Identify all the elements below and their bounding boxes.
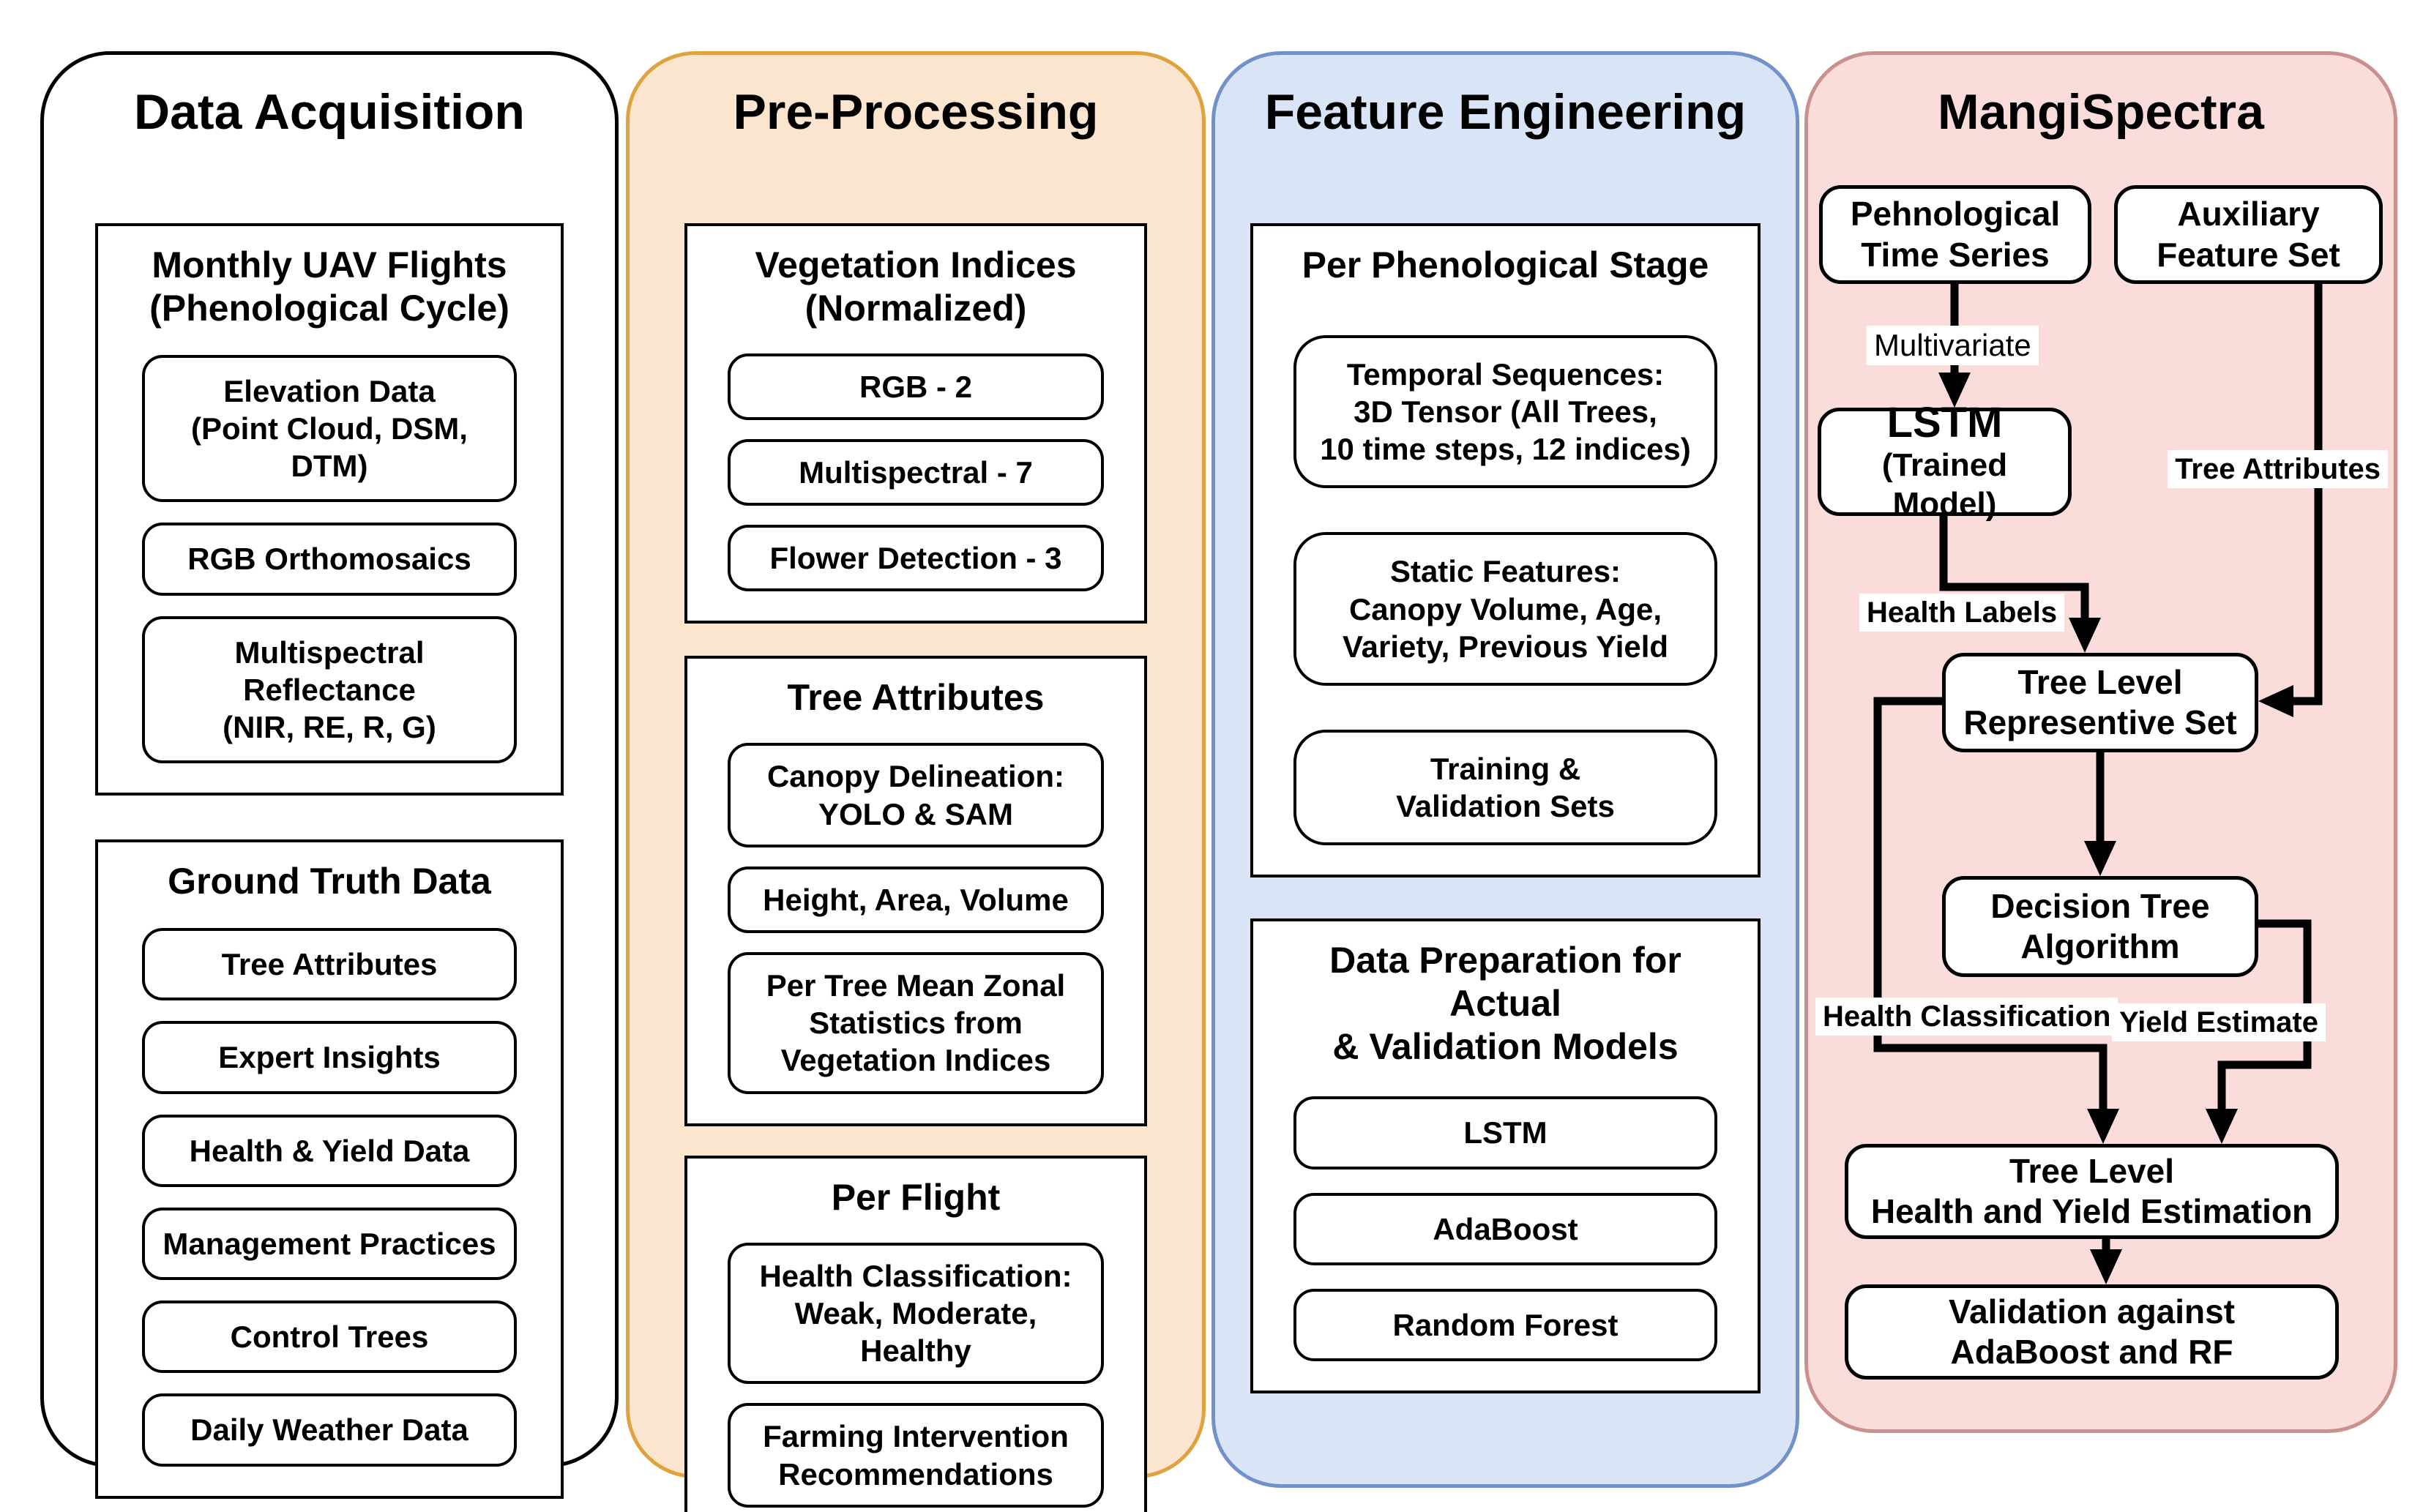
column-mangispectra: MangiSpectra	[1804, 51, 2397, 1433]
pipeline-box: RGB Orthomosaics	[142, 523, 517, 596]
pipeline-box: Management Practices	[142, 1207, 517, 1281]
node-lstm-trained-model: LSTM (Trained Model)	[1818, 400, 2072, 522]
edge-health-classification-line	[1873, 697, 2107, 1118]
pipeline-box: Canopy Delineation: YOLO & SAM	[728, 743, 1104, 847]
section-header: Per Phenological Stage	[1302, 244, 1709, 285]
node-lstm-sublabel: (Trained Model)	[1881, 447, 2008, 522]
section-monthly-uav-flights: Monthly UAV Flights (Phenological Cycle)…	[95, 222, 564, 796]
pipeline-box: Per Tree Mean Zonal Statistics from Vege…	[728, 952, 1104, 1094]
pipeline-box: Control Trees	[142, 1300, 517, 1374]
pipeline-box: Static Features: Canopy Volume, Age, Var…	[1293, 532, 1717, 686]
mangispectra-flowchart: Pehnological Time Series Auxiliary Featu…	[1808, 55, 2401, 1437]
edge-label-multivariate: Multivariate	[1867, 326, 2039, 366]
column-title: Data Acquisition	[134, 84, 525, 140]
section-header: Monthly UAV Flights (Phenological Cycle)	[149, 244, 509, 329]
section-vegetation-indices: Vegetation Indices (Normalized) RGB - 2 …	[684, 222, 1147, 624]
arrowhead	[1938, 373, 1971, 408]
section-data-preparation: Data Preparation for Actual & Validation…	[1250, 918, 1761, 1394]
section-header: Ground Truth Data	[168, 861, 491, 902]
column-pre-processing: Pre-Processing Vegetation Indices (Norma…	[626, 51, 1206, 1512]
arrowhead	[2069, 618, 2101, 653]
edge-label-health-classification: Health Classification	[1815, 998, 2118, 1036]
section-header: Tree Attributes	[787, 677, 1045, 719]
pipeline-box: Farming Intervention Recommendations	[728, 1403, 1104, 1508]
column-title: MangiSpectra	[1938, 84, 2264, 140]
pipeline-box: Multispectral Reflectance (NIR, RE, R, G…	[142, 615, 517, 764]
flow-connectors-svg	[1873, 283, 2323, 1284]
edge-yield-estimate-line	[2217, 919, 2312, 1118]
edge-tree-attributes-line	[2285, 283, 2323, 706]
column-feature-engineering: Feature Engineering Per Phenological Sta…	[1212, 51, 1799, 1488]
pipeline-box: RGB - 2	[728, 353, 1104, 420]
node-phenological-time-series: Pehnological Time Series	[1819, 185, 2091, 284]
section-per-phenological-stage: Per Phenological Stage Temporal Sequence…	[1250, 222, 1761, 878]
arrowhead	[2087, 1109, 2119, 1144]
section-ground-truth-data: Ground Truth Data Tree Attributes Expert…	[95, 839, 564, 1499]
pipeline-box: Height, Area, Volume	[728, 866, 1104, 933]
section-header: Vegetation Indices (Normalized)	[755, 244, 1077, 329]
node-decision-tree-algorithm: Decision Tree Algorithm	[1942, 876, 2258, 977]
pipeline-box: Health & Yield Data	[142, 1114, 517, 1187]
pipeline-box: Training & Validation Sets	[1293, 730, 1717, 846]
arrowhead	[2258, 685, 2293, 717]
edge-label-health-labels: Health Labels	[1859, 594, 2065, 632]
node-tree-level-representive-set: Tree Level Representive Set	[1942, 653, 2258, 752]
pipeline-box: Elevation Data (Point Cloud, DSM, DTM)	[142, 354, 517, 503]
edge-health-labels-line	[1939, 501, 2089, 626]
arrowhead	[2084, 841, 2116, 876]
pipeline-box: AdaBoost	[1293, 1192, 1717, 1265]
column-data-acquisition: Data Acquisition Monthly UAV Flights (Ph…	[40, 51, 619, 1499]
pipeline-box: Daily Weather Data	[142, 1393, 517, 1467]
column-title: Pre-Processing	[733, 84, 1099, 140]
pipeline-box: Expert Insights	[142, 1021, 517, 1094]
section-per-flight: Per Flight Health Classification: Weak, …	[684, 1155, 1147, 1512]
section-tree-attributes: Tree Attributes Canopy Delineation: YOLO…	[684, 656, 1147, 1126]
edge-label-tree-attributes: Tree Attributes	[2168, 450, 2388, 488]
pipeline-box: Random Forest	[1293, 1288, 1717, 1362]
pipeline-box: Multispectral - 7	[728, 438, 1104, 506]
node-tree-level-health-yield-estimation: Tree Level Health and Yield Estimation	[1845, 1144, 2339, 1239]
arrowhead	[2090, 1249, 2122, 1284]
pipeline-box: LSTM	[1293, 1096, 1717, 1169]
pipeline-box: Tree Attributes	[142, 928, 517, 1001]
section-header: Per Flight	[831, 1176, 1001, 1218]
pipeline-box: Flower Detection - 3	[728, 525, 1104, 592]
edge-label-yield-estimate: Yield Estimate	[2112, 1003, 2326, 1041]
node-lstm-label: LSTM	[1886, 399, 2003, 447]
pipeline-box: Temporal Sequences: 3D Tensor (All Trees…	[1293, 334, 1717, 489]
pipeline-box: Health Classification: Weak, Moderate, H…	[728, 1242, 1104, 1385]
section-header: Data Preparation for Actual & Validation…	[1329, 940, 1681, 1068]
arrowhead	[2206, 1109, 2238, 1144]
column-title: Feature Engineering	[1264, 84, 1747, 140]
node-validation-adaboost-rf: Validation against AdaBoost and RF	[1845, 1284, 2339, 1380]
node-auxiliary-feature-set: Auxiliary Feature Set	[2114, 185, 2383, 284]
